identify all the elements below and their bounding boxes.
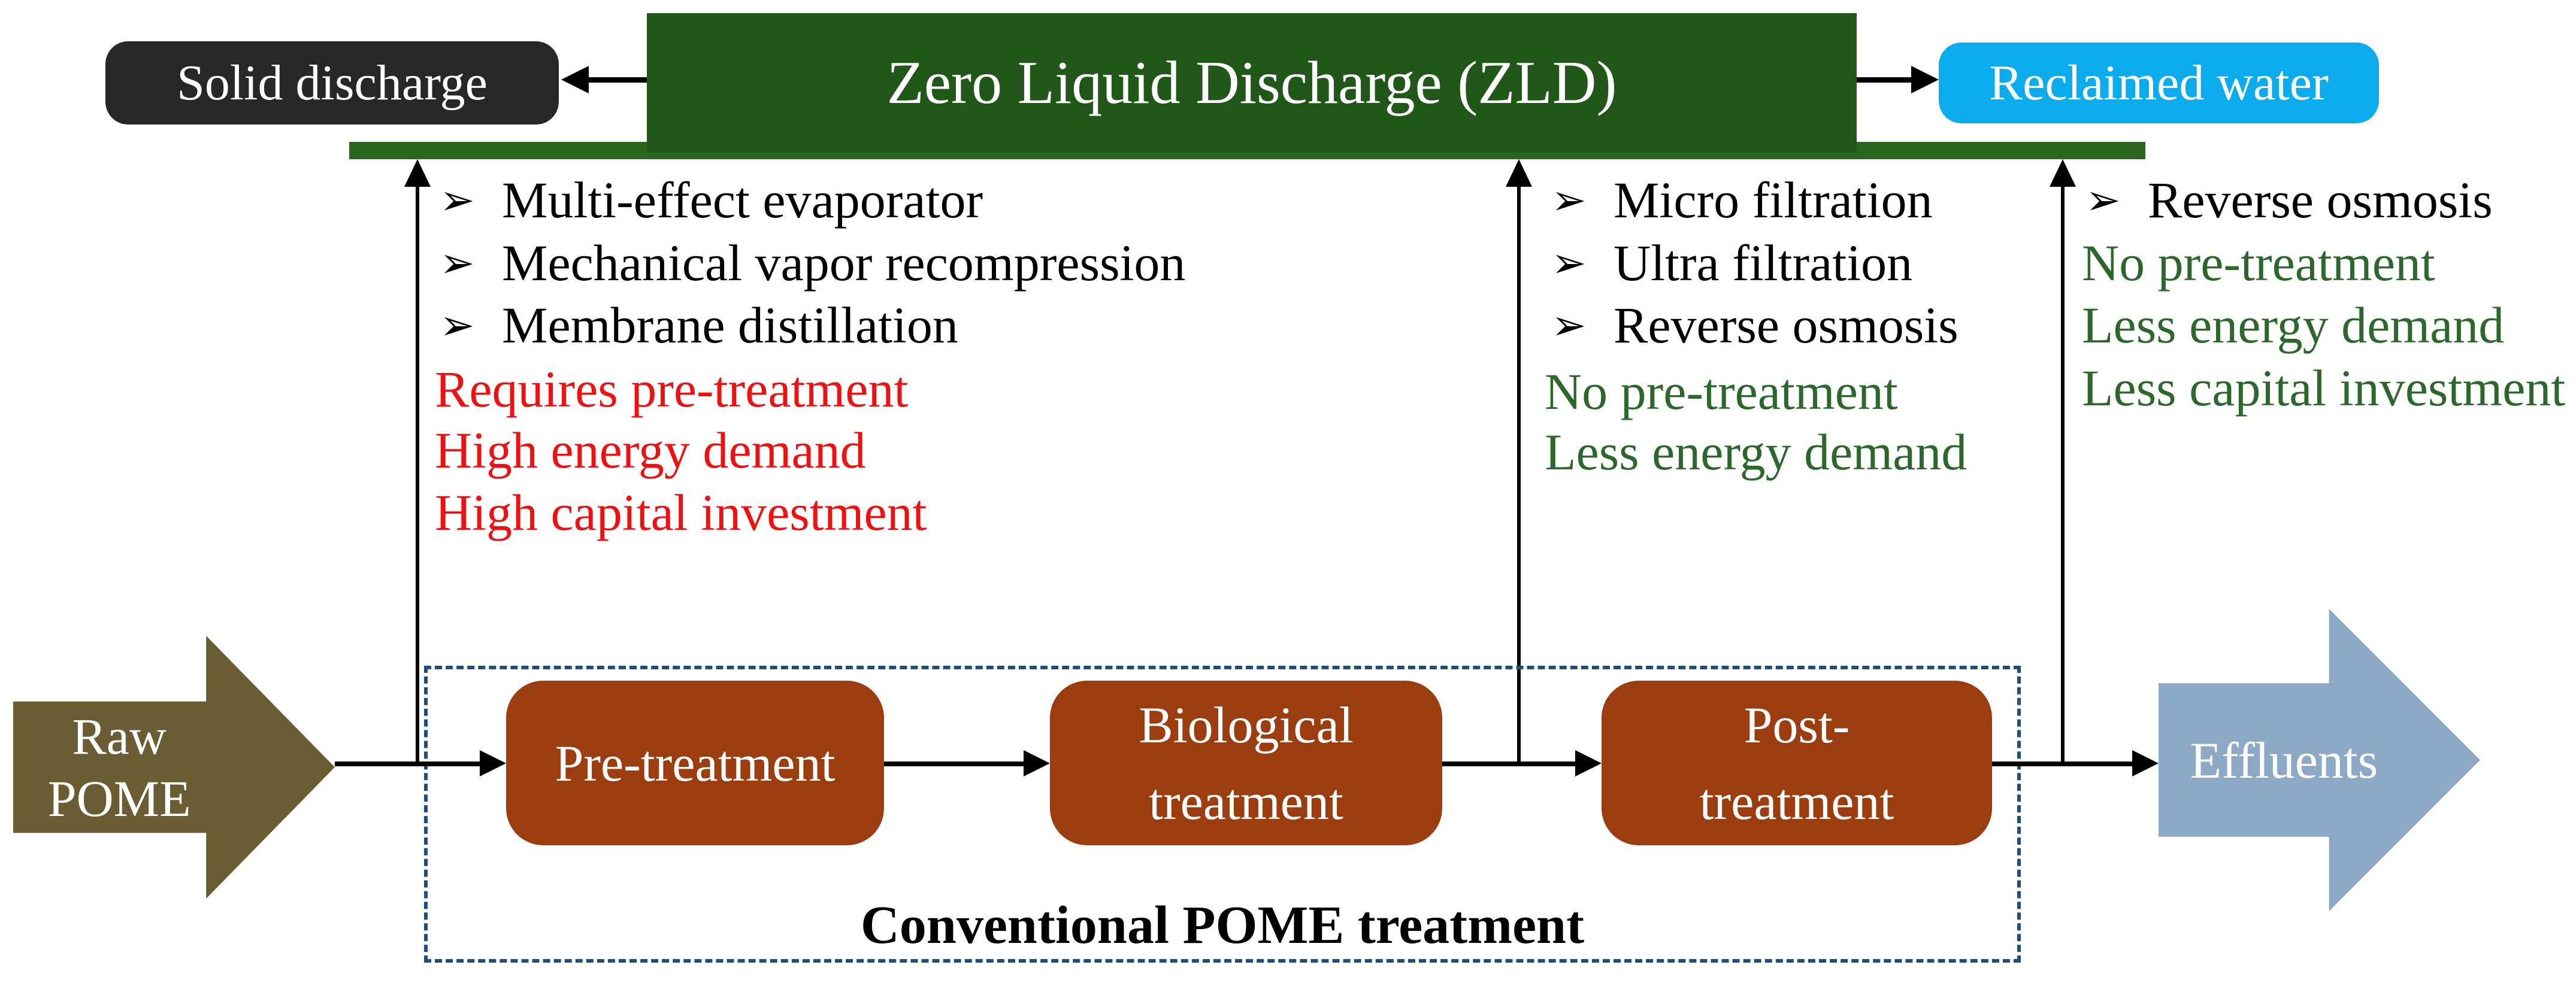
benefit-note: No pre-treatment (2082, 234, 2435, 292)
zld-banner: Zero Liquid Discharge (ZLD) (647, 13, 1857, 153)
stage-label-line2: treatment (1149, 772, 1343, 830)
flow-connector-line (335, 762, 485, 766)
benefit-note: Less capital investment (2082, 359, 2566, 417)
stage-post-treatment: Post- treatment (1602, 681, 1992, 845)
arrow-bullet-icon: ➢ (440, 238, 475, 287)
arrow-to-reclaimed-water-line (1857, 77, 1914, 83)
conventional-treatment-caption: Conventional POME treatment (860, 895, 1585, 955)
list-item: ➢ Reverse osmosis (2085, 169, 2493, 231)
arrow-bullet-icon: ➢ (1551, 238, 1587, 287)
list-item-label: Reverse osmosis (2148, 171, 2493, 229)
list-item: ➢ Micro filtration (1551, 169, 1933, 231)
arrow-to-solid-discharge-line (586, 77, 647, 83)
arrow-to-reclaimed-water-head (1911, 66, 1939, 93)
up-arrow-1-head (404, 159, 431, 187)
benefit-note: No pre-treatment (1545, 363, 1898, 420)
list-item-label: Ultra filtration (1614, 234, 1913, 292)
zld-banner-label: Zero Liquid Discharge (ZLD) (886, 49, 1617, 117)
flow-connector-line (1992, 762, 2135, 766)
list-item: ➢ Reverse osmosis (1551, 294, 1959, 356)
list-item: ➢ Membrane distillation (440, 294, 958, 356)
flow-connector-line (1442, 762, 1578, 766)
arrow-bullet-icon: ➢ (440, 301, 475, 350)
list-item-label: Micro filtration (1614, 171, 1933, 229)
up-arrow-3-line (2061, 184, 2065, 764)
raw-pome-line2: POME (47, 769, 191, 827)
reclaimed-water-box: Reclaimed water (1939, 43, 2379, 123)
list-item-label: Membrane distillation (502, 296, 958, 354)
up-arrow-2-line (1517, 184, 1521, 764)
stage-label-line1: Post- (1743, 696, 1850, 754)
arrow-bullet-icon: ➢ (2085, 175, 2121, 224)
solid-discharge-box: Solid discharge (105, 41, 559, 125)
flow-connector-head (1575, 750, 1602, 776)
effluents-label: Effluents (2190, 731, 2378, 789)
stage-pre-treatment: Pre-treatment (506, 681, 884, 845)
solid-discharge-label: Solid discharge (177, 55, 488, 111)
arrow-bullet-icon: ➢ (440, 175, 475, 224)
stage-label-line2: treatment (1699, 772, 1894, 830)
raw-pome-line1: Raw (72, 707, 167, 765)
list-item: ➢ Mechanical vapor recompression (440, 232, 1185, 294)
up-arrow-3-head (2050, 159, 2076, 187)
raw-pome-arrow: Raw POME (13, 636, 335, 899)
raw-pome-label: Raw POME (13, 705, 225, 830)
list-item: ➢ Multi-effect evaporator (440, 169, 983, 231)
reclaimed-water-label: Reclaimed water (1989, 55, 2329, 111)
stage-label-line1: Biological (1139, 696, 1354, 754)
conventional-treatment-container (424, 666, 2021, 963)
up-arrow-1-line (416, 184, 419, 764)
benefit-note: Less energy demand (1545, 423, 1967, 481)
list-item: ➢ Ultra filtration (1551, 232, 1912, 294)
list-item-label: Mechanical vapor recompression (502, 234, 1186, 292)
effluents-arrow: Effluents (2159, 609, 2480, 911)
flow-connector-head (480, 750, 506, 776)
list-item-label: Reverse osmosis (1614, 296, 1959, 354)
arrow-bullet-icon: ➢ (1551, 301, 1587, 350)
drawback-note: Requires pre-treatment (435, 360, 909, 418)
drawback-note: High energy demand (435, 421, 866, 479)
up-arrow-2-head (1506, 159, 1532, 187)
flow-connector-head (1024, 750, 1050, 776)
list-item-label: Multi-effect evaporator (502, 171, 983, 229)
drawback-note: High capital investment (435, 484, 927, 541)
benefit-note: Less energy demand (2082, 296, 2505, 354)
flow-connector-line (884, 762, 1026, 766)
stage-biological-treatment: Biological treatment (1050, 681, 1442, 845)
arrow-bullet-icon: ➢ (1551, 175, 1587, 224)
stage-label: Pre-treatment (555, 734, 836, 792)
flow-connector-head (2132, 750, 2159, 776)
arrow-to-solid-discharge-head (561, 66, 589, 93)
